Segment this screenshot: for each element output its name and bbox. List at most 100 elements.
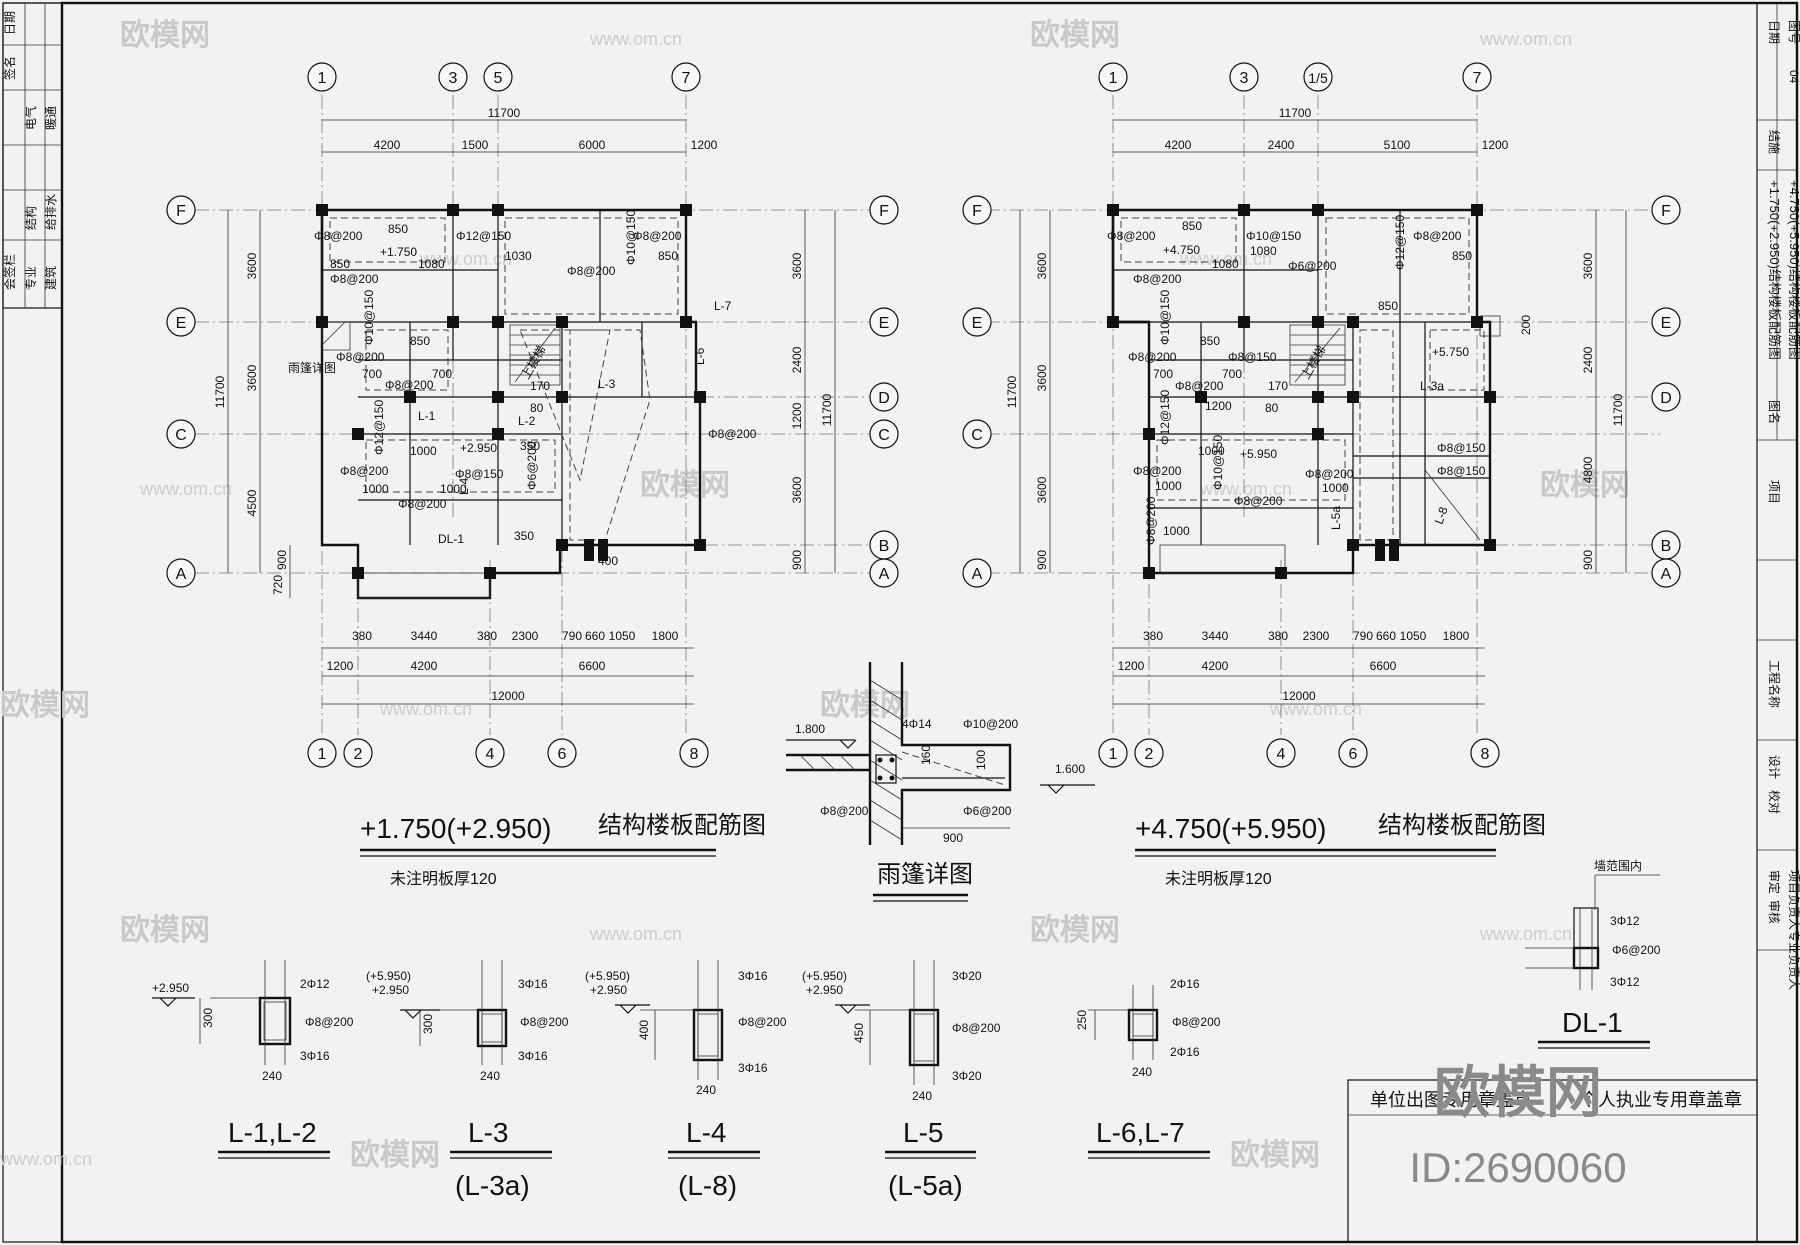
signoff-strip: 会签栏 专业 建筑 结构 给排水 电气 暖通 签名 日期 xyxy=(2,2,63,309)
tb-label: 图号 xyxy=(1787,20,1800,44)
axis-label: F xyxy=(1661,203,1671,220)
dim-text: 4500 xyxy=(245,489,259,516)
axis-label: 3 xyxy=(449,70,458,87)
beam-stirrup: Φ8@200 xyxy=(305,1015,354,1029)
dim-text: 900 xyxy=(790,550,804,570)
tb-label: 项目 xyxy=(1767,480,1781,504)
dim-text: 200 xyxy=(1519,315,1533,335)
canopy-dim: 160 xyxy=(919,745,933,765)
axis-label: E xyxy=(879,315,890,332)
dim-text: 1080 xyxy=(1212,257,1239,271)
tb-label: 专业负责人 xyxy=(1787,930,1800,990)
dim-text: 3600 xyxy=(1035,364,1049,391)
dim-text: 660 xyxy=(1376,629,1396,643)
dim-text: 790 xyxy=(562,629,582,643)
rebar-label: Φ8@200 xyxy=(1128,350,1177,364)
rebar-label: Φ8@200 xyxy=(1413,229,1462,243)
beam-level: +2.950 xyxy=(806,983,843,997)
dim-text: 850 xyxy=(1182,219,1202,233)
dim-text: 850 xyxy=(388,222,408,236)
stair-label: 上楼梯 xyxy=(1298,343,1329,382)
dim-text: 1500 xyxy=(462,138,489,152)
rebar-label: Φ8@150 xyxy=(1437,464,1486,478)
dl1-top: 3Φ12 xyxy=(1610,914,1640,928)
dim-text: 3600 xyxy=(1035,476,1049,503)
rebar-label: Φ12@150 xyxy=(1158,390,1172,445)
beam-section: 250 2Φ16 Φ8@200 2Φ16 240 L-6,L-7 xyxy=(1075,977,1221,1159)
rebar-label: Φ10@150 xyxy=(1211,435,1225,490)
plan-note: 未注明板厚120 xyxy=(1165,870,1272,888)
beam-height: 400 xyxy=(637,1020,651,1040)
beam-width: 240 xyxy=(1132,1065,1152,1079)
dim-text: 350 xyxy=(520,439,540,453)
discipline: 结施 xyxy=(1767,130,1781,154)
axis-label: E xyxy=(176,315,187,332)
axis-label: 2 xyxy=(354,746,363,763)
beam-label: L-8 xyxy=(1432,505,1451,526)
dim-text: 1800 xyxy=(652,629,679,643)
canopy-detail: 1.800 1.600 4Φ14 Φ10@200 Φ8@200 Φ6@200 1… xyxy=(786,662,1095,902)
axis-label: 2 xyxy=(1145,746,1154,763)
level-label: +1.750 xyxy=(380,245,417,259)
dim-text: 380 xyxy=(352,629,372,643)
dim-text: 900 xyxy=(1581,550,1595,570)
plan-note: 未注明板厚120 xyxy=(390,870,497,888)
rebar-label: Φ6@200 xyxy=(1288,259,1337,273)
dim-text: 900 xyxy=(1035,550,1049,570)
watermark-id: ID:2690060 xyxy=(1409,1144,1626,1191)
dl1-note: 墙范围内 xyxy=(1594,859,1642,873)
rebar-label: Φ10@150 xyxy=(1246,229,1301,243)
axis-label: 5 xyxy=(494,70,503,87)
dim-text: 6000 xyxy=(579,138,606,152)
beam-label: L-1 xyxy=(418,409,436,423)
watermark-url: www.om.cn xyxy=(0,1149,92,1169)
dim-text: 1050 xyxy=(1400,629,1427,643)
canopy-dim: 900 xyxy=(943,831,963,845)
beam-top-rebar: 3Φ16 xyxy=(518,977,548,991)
beam-bottom-rebar: 3Φ16 xyxy=(738,1061,768,1075)
dim-text: 1200 xyxy=(1205,399,1232,413)
watermark-brand: 欧模网 xyxy=(1030,914,1120,947)
floor-plan-right: 1 3 1/5 7 1 2 4 6 8 F E C A F E D B A xyxy=(962,62,1681,888)
axis-label: E xyxy=(972,315,983,332)
tb-label: 日期 xyxy=(1767,20,1781,44)
axis-label: 6 xyxy=(558,746,567,763)
beam-bottom-rebar: 3Φ16 xyxy=(300,1049,330,1063)
watermark-brand: 欧模网 xyxy=(120,914,210,947)
beam-label: L-5a xyxy=(1329,506,1343,530)
beam-width: 240 xyxy=(696,1083,716,1097)
stamp-text: 个人执业专用章盖章 xyxy=(1580,1090,1742,1110)
axis-label: A xyxy=(176,566,187,583)
dim-text: 5100 xyxy=(1384,138,1411,152)
watermark-brand: 欧模网 xyxy=(1030,19,1120,52)
dim-text: 1030 xyxy=(505,249,532,263)
dim-text: 400 xyxy=(598,554,618,568)
axis-label: C xyxy=(878,427,890,444)
dim-text: 700 xyxy=(362,367,382,381)
rebar-label: Φ8@200 xyxy=(1305,467,1354,481)
dim-text: 700 xyxy=(1153,367,1173,381)
watermark-brand: 欧模网 xyxy=(640,469,730,502)
dim-text: 1080 xyxy=(418,257,445,271)
dim-text: 11700 xyxy=(1005,375,1019,408)
level-label: +4.750 xyxy=(1163,243,1200,257)
axis-label: E xyxy=(1661,315,1672,332)
beam-name: L-3 xyxy=(468,1117,508,1148)
beam-width: 240 xyxy=(912,1089,932,1103)
dim-text: 12000 xyxy=(1282,689,1316,703)
axis-label: B xyxy=(1661,538,1672,555)
dim-text: 850 xyxy=(1378,299,1398,313)
axis-label: 4 xyxy=(1277,746,1286,763)
canopy-rebar: Φ6@200 xyxy=(963,804,1012,818)
beam-height: 250 xyxy=(1075,1010,1089,1030)
dim-text: 2400 xyxy=(1581,346,1595,373)
strip-label: 电气 xyxy=(23,106,38,130)
dim-text: 1200 xyxy=(1482,138,1509,152)
beam-level: +2.950 xyxy=(152,981,189,995)
beam-width: 240 xyxy=(262,1069,282,1083)
dim-text: 3600 xyxy=(245,364,259,391)
rebar-label: Φ8@200 xyxy=(1107,229,1156,243)
beam-label: L-4 xyxy=(457,477,471,495)
stamp-box: 单位出图专用章盖章 个人执业专用章盖章 欧模网 ID:2690060 xyxy=(1347,1061,1758,1243)
